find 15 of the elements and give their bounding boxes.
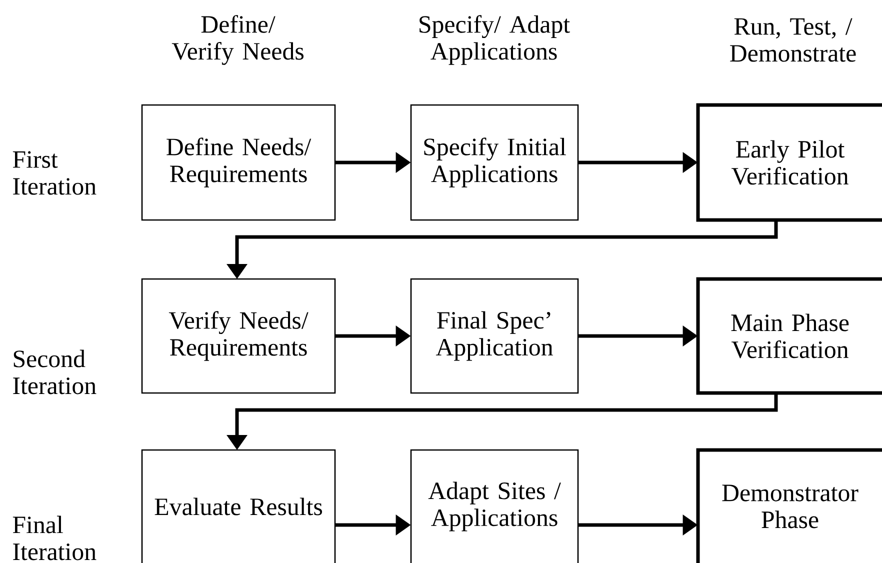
process-box: Specify Initial Applications [410, 104, 579, 221]
process-box: Demonstrator Phase [696, 448, 882, 563]
process-box: Define Needs/ Requirements [141, 104, 336, 221]
process-box: Final Spec’ Application [410, 278, 579, 394]
row-label: Second Iteration [13, 350, 96, 394]
column-heading: Run, Test, / Demonstrate [730, 18, 856, 62]
process-box: Adapt Sites / Applications [410, 449, 579, 563]
process-box: Early Pilot Verification [696, 103, 882, 222]
process-box: Main Phase Verification [696, 277, 882, 395]
column-heading: Specify/ Adapt Applications [420, 15, 570, 65]
row-label: First Iteration [12, 151, 96, 195]
process-box: Evaluate Results [141, 449, 336, 563]
column-heading: Define/ Verify Needs [172, 15, 304, 65]
row-label: Final Iteration [12, 516, 96, 560]
process-box: Verify Needs/ Requirements [141, 278, 336, 394]
